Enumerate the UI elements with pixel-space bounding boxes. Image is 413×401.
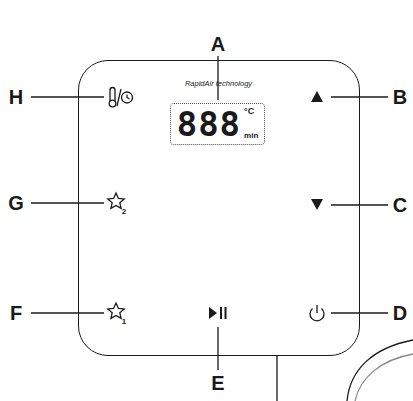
callout-letter: H bbox=[9, 87, 23, 107]
pause-icon bbox=[220, 307, 222, 319]
leader-line bbox=[31, 312, 104, 313]
callout-letter: D bbox=[393, 303, 407, 323]
star-icon bbox=[108, 303, 124, 318]
up-arrow-icon bbox=[311, 91, 323, 102]
play-icon bbox=[209, 307, 217, 319]
panel-edge-line bbox=[276, 356, 277, 401]
down-arrow-icon bbox=[311, 199, 323, 210]
star-subscript: 2 bbox=[122, 208, 126, 216]
appliance-outline bbox=[355, 354, 413, 401]
brand-text: RapidAir technology bbox=[185, 79, 252, 88]
callout-letter: E bbox=[211, 373, 224, 393]
leader-line bbox=[217, 56, 218, 100]
leader-line bbox=[217, 327, 218, 370]
star-subscript: 1 bbox=[122, 318, 126, 326]
pause-icon bbox=[225, 307, 227, 319]
appliance-outline bbox=[347, 340, 413, 401]
leader-line bbox=[31, 202, 104, 203]
unit-celsius: °C bbox=[244, 107, 258, 117]
callout-letter: A bbox=[211, 34, 225, 54]
star-icon bbox=[108, 193, 124, 208]
callout-letter: G bbox=[8, 193, 24, 213]
power-icon bbox=[310, 305, 324, 321]
callout-letter: B bbox=[393, 87, 407, 107]
callout-letter: C bbox=[393, 195, 407, 215]
control-panel: RapidAir technology 888°C min bbox=[78, 60, 360, 356]
display-window: 888°C min bbox=[170, 103, 266, 145]
temp-time-icon bbox=[109, 88, 132, 107]
unit-minutes: min bbox=[244, 132, 258, 141]
unit-column: °C min bbox=[244, 107, 258, 141]
callout-letter: F bbox=[10, 303, 22, 323]
leader-line bbox=[31, 96, 104, 97]
display-digits: 888 bbox=[177, 107, 241, 141]
